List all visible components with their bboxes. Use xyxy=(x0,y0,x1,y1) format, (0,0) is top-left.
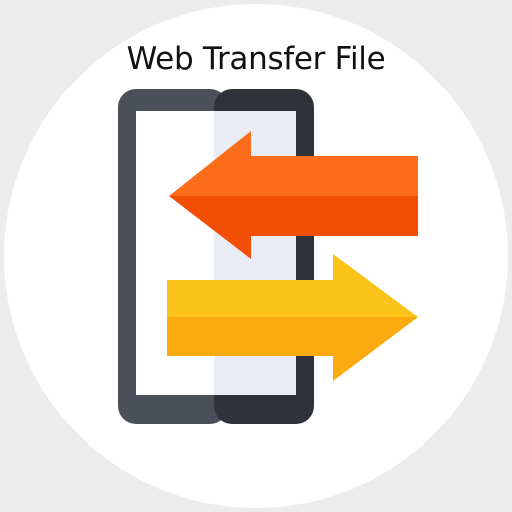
left-arrow-top-half xyxy=(169,131,418,196)
app-title: Web Transfer File xyxy=(126,41,386,77)
left-arrow-bottom-half xyxy=(169,196,418,259)
arrow-right-icon xyxy=(167,254,418,381)
arrow-left-icon xyxy=(169,131,418,259)
phone-icon xyxy=(118,89,314,424)
right-arrow-bottom-half xyxy=(167,317,418,381)
right-arrow-top-half xyxy=(167,254,418,317)
